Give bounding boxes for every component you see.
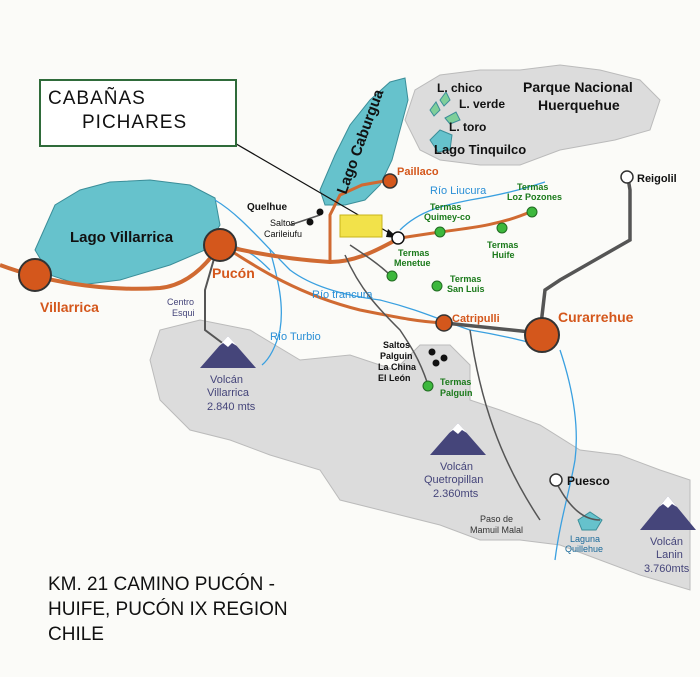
termas-pozones-label-2: Loz Pozones xyxy=(507,192,562,202)
lake-toro-shape xyxy=(444,111,461,125)
town-marker-curarrehue xyxy=(524,317,560,353)
termas-huife-label-2: Huife xyxy=(492,250,515,260)
termas-palguin-label-2: Palguin xyxy=(440,388,473,398)
cabanas-location-marker xyxy=(391,231,405,245)
callout-box xyxy=(39,79,237,147)
lake-verde-label: L. verde xyxy=(459,97,505,111)
volcano-quetropillan-label-2: Quetropillan xyxy=(424,474,483,486)
saltos-palguin-icon xyxy=(428,348,448,367)
termas-quimey-label-2: Quimey-co xyxy=(424,212,471,222)
volcano-lanin-label-2: Lanin xyxy=(656,549,683,561)
town-marker-villarrica xyxy=(18,258,52,292)
termas-menetue-label-2: Menetue xyxy=(394,258,431,268)
volcano-quetropillan-label-1: Volcán xyxy=(440,461,473,473)
saltos-carileufu-icon xyxy=(306,208,324,226)
lago-tinquilco-shape xyxy=(429,129,453,153)
town-marker-catripulli xyxy=(435,314,453,332)
laguna-quillehue-shape xyxy=(577,511,603,531)
termas-markers xyxy=(386,206,538,392)
town-label-quelhue: Quelhue xyxy=(247,202,287,213)
town-marker-reigolil xyxy=(620,170,634,184)
lake-toro-label: L. toro xyxy=(449,120,486,134)
volcano-villarrica-label-1: Volcán xyxy=(210,374,243,386)
town-label-pucon: Pucón xyxy=(212,265,255,281)
callout-title-line2: PICHARES xyxy=(82,112,187,133)
laguna-quillehue-label-1: Laguna xyxy=(570,534,600,544)
river-liucura-label: Río Liucura xyxy=(430,185,487,197)
volcano-lanin-icon xyxy=(640,496,696,530)
volcano-quetropillan-label-3: 2.360mts xyxy=(433,488,479,500)
river-turbio-label: Río Turbio xyxy=(270,331,321,343)
national-park-region xyxy=(149,319,691,591)
town-marker-puesco xyxy=(549,473,563,487)
town-label-curarrehue: Curarrehue xyxy=(558,309,634,325)
volcano-quetropillan-icon xyxy=(430,423,486,455)
volcano-villarrica-label-2: Villarrica xyxy=(207,387,250,399)
footer-address-line3: CHILE xyxy=(48,624,104,645)
saltos-palguin-label-2: Palguin xyxy=(380,351,413,361)
saltos-palguin-label-1: Saltos xyxy=(383,340,410,350)
park-label-1: Parque Nacional xyxy=(523,79,633,95)
termas-quimey-label-1: Termas xyxy=(430,202,461,212)
saltos-carileufu-label-2: Carileiufu xyxy=(264,229,302,239)
laguna-quillehue-label-2: Quillehue xyxy=(565,544,603,554)
lago-caburgua-shape xyxy=(319,77,409,206)
cabanas-location-block xyxy=(339,214,383,238)
lake-chico-label: L. chico xyxy=(437,81,482,95)
footer-address-line1: KM. 21 CAMINO PUCÓN - xyxy=(48,573,275,595)
termas-sanluis-label-1: Termas xyxy=(450,274,481,284)
termas-huife-label-1: Termas xyxy=(487,240,518,250)
town-marker-paillaco xyxy=(382,173,398,189)
huerquehue-region xyxy=(404,64,661,166)
town-label-catripulli: Catripulli xyxy=(452,313,500,325)
footer-address-line2: HUIFE, PUCÓN IX REGION xyxy=(48,598,288,620)
volcano-lanin-label-1: Volcán xyxy=(650,536,683,548)
river-trancura-label: Río trancura xyxy=(312,289,373,301)
town-label-reigolil: Reigolil xyxy=(637,173,677,185)
lago-tinquilco-label: Lago Tinquilco xyxy=(434,142,526,157)
roads xyxy=(0,177,632,521)
centro-esqui-label-1: Centro xyxy=(167,297,194,307)
termas-pozones-label-1: Termas xyxy=(517,182,548,192)
volcano-lanin-label-3: 3.760mts xyxy=(644,563,690,575)
termas-palguin-label-1: Termas xyxy=(440,377,471,387)
town-label-villarrica: Villarrica xyxy=(40,299,99,315)
town-label-paillaco: Paillaco xyxy=(397,166,439,178)
town-label-puesco: Puesco xyxy=(567,474,610,488)
volcano-villarrica-icon xyxy=(200,336,256,368)
saltos-carileufu-label-1: Saltos xyxy=(270,218,296,228)
lake-chico-shape xyxy=(429,101,441,117)
saltos-palguin-label-3: La China xyxy=(378,362,417,372)
termas-sanluis-label-2: San Luis xyxy=(447,284,485,294)
paso-mamuil-label-2: Mamuil Malal xyxy=(470,525,523,535)
centro-esqui-label-2: Esqui xyxy=(172,308,195,318)
volcano-villarrica-label-3: 2.840 mts xyxy=(207,401,256,413)
saltos-palguin-label-4: El León xyxy=(378,373,411,383)
callout-title-line1: CABAÑAS xyxy=(48,87,146,109)
park-label-2: Huerquehue xyxy=(538,97,620,113)
lago-villarrica-label: Lago Villarrica xyxy=(70,229,174,246)
town-marker-pucon xyxy=(203,228,237,262)
paso-mamuil-label-1: Paso de xyxy=(480,514,513,524)
lake-verde-shape xyxy=(439,91,451,107)
termas-menetue-label-1: Termas xyxy=(398,248,429,258)
